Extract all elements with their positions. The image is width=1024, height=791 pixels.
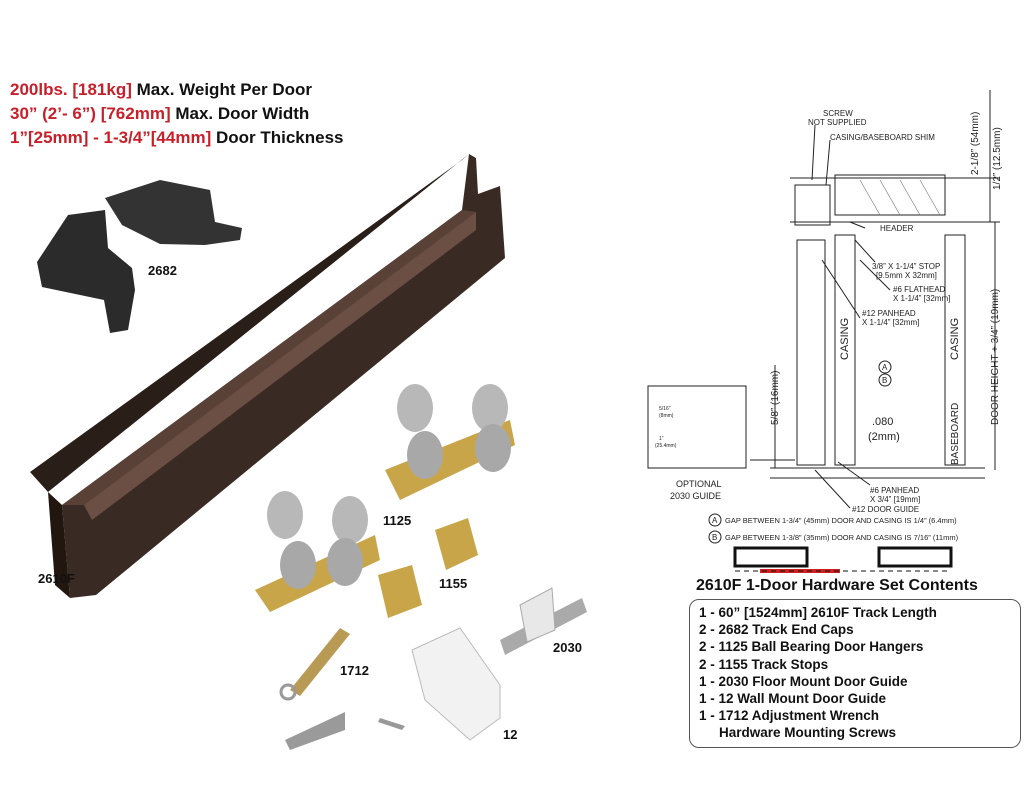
marker-b: B (878, 373, 892, 387)
floor-guide-part (500, 587, 587, 655)
diagram-stop-label: 3/8” X 1-1/4” STOP[9.5mm X 32mm] (872, 262, 940, 280)
gap-b-note: B GAP BETWEEN 1-3/8” (35mm) DOOR AND CAS… (708, 530, 959, 544)
label-wrench: 1712 (340, 663, 369, 678)
screws-part (285, 712, 405, 750)
contents-item: Hardware Mounting Screws (719, 725, 897, 741)
diagram-casing-right: CASING (949, 318, 961, 360)
svg-text:GAP BETWEEN 1-3/4” (45mm) DOOR: GAP BETWEEN 1-3/4” (45mm) DOOR AND CASIN… (725, 516, 957, 525)
contents-item: 2 - 2682 Track End Caps (699, 622, 854, 638)
contents-list: 1 - 60” [1524mm] 2610F Track Length 2 - … (689, 599, 1021, 748)
diagram-inset-dims: 5/16”(8mm)1”(25.4mm) (655, 406, 677, 449)
diagram-casing-left: CASING (839, 318, 851, 360)
svg-text:B: B (882, 376, 887, 385)
diagram-door-height: DOOR HEIGHT + 3/4” (19mm) (990, 289, 1001, 425)
diagram-dim-2-1-8: 2-1/8” (54mm) (970, 112, 981, 175)
contents-item: 1 - 2030 Floor Mount Door Guide (699, 673, 908, 689)
diagram-shim-label: CASING/BASEBOARD SHIM (830, 133, 935, 142)
marker-a: A (878, 360, 892, 374)
track-part (30, 154, 505, 598)
product-illustration (30, 154, 587, 750)
wall-guide-part (411, 627, 501, 741)
diagram-baseboard: BASEBOARD (950, 403, 961, 465)
svg-text:A: A (882, 363, 888, 372)
label-track: 2610F (38, 571, 75, 586)
diagram-gap-080: .080(2mm) (868, 416, 900, 443)
hanger-part (255, 384, 515, 612)
end-cap-part (37, 180, 242, 333)
diagram-door-guide-label: #12 DOOR GUIDE (852, 505, 919, 514)
diagram-dim-5-8: 5/8” (16mm) (770, 371, 781, 425)
label-wall-guide: 12 (503, 727, 518, 742)
label-end-caps: 2682 (148, 263, 177, 278)
diagram-hatching (859, 179, 941, 216)
contents-item: 1 - 12 Wall Mount Door Guide (699, 691, 887, 707)
label-stop: 1155 (439, 576, 468, 591)
contents-title: 2610F 1-Door Hardware Set Contents (696, 577, 978, 594)
wrench-part (279, 628, 350, 701)
svg-text:A: A (712, 516, 718, 525)
diagram-header-label: HEADER (880, 224, 914, 233)
spec-weight: 200lbs. [181kg] Max. Weight Per Door (10, 80, 313, 99)
contents-item: 2 - 1125 Ball Bearing Door Hangers (699, 639, 924, 655)
diagram-dim-1-2: 1/2” (12.5mm) (992, 127, 1003, 190)
spec-width: 30” (2’- 6”) [762mm] Max. Door Width (10, 104, 310, 123)
contents-item: 1 - 1712 Adjustment Wrench (699, 708, 880, 724)
spec-thickness: 1”[25mm] - 1-3/4”[44mm] Door Thickness (10, 128, 344, 147)
label-hanger: 1125 (383, 513, 412, 528)
gap-a-note: A GAP BETWEEN 1-3/4” (45mm) DOOR AND CAS… (708, 513, 957, 527)
label-floor-guide: 2030 (553, 640, 582, 655)
svg-text:GAP BETWEEN 1-3/8” (35mm) DOOR: GAP BETWEEN 1-3/8” (35mm) DOOR AND CASIN… (725, 533, 959, 542)
track-schematic (733, 546, 953, 573)
contents-item: 1 - 60” [1524mm] 2610F Track Length (699, 605, 937, 620)
contents-item: 2 - 1155 Track Stops (699, 656, 829, 672)
stop-part (378, 518, 478, 618)
svg-text:B: B (712, 533, 717, 542)
